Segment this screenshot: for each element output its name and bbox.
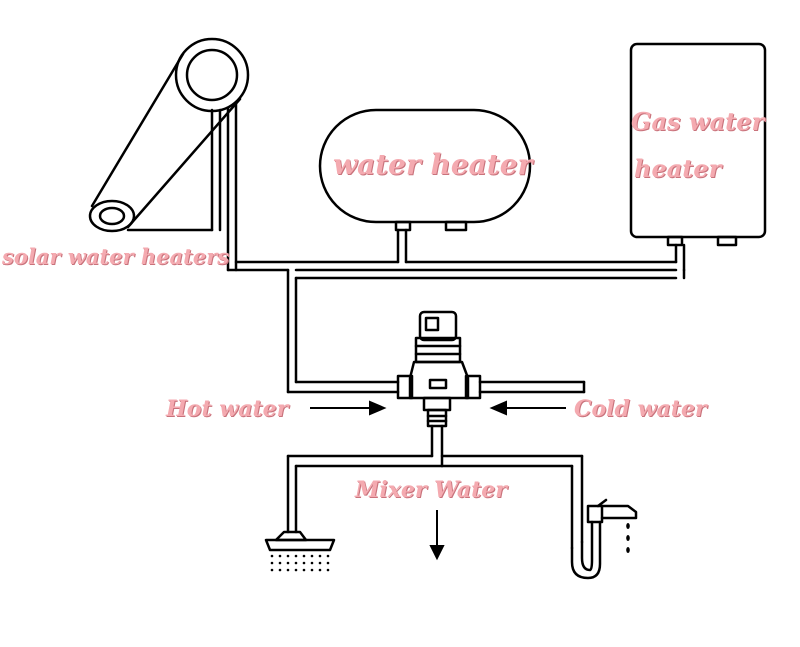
faucet-drops	[626, 523, 630, 553]
shower-spray	[270, 554, 330, 572]
hot-water-pipes	[226, 228, 686, 394]
gas-water-heater-label-line2: heater	[634, 154, 722, 183]
mixer-water-label: Mixer Water	[355, 477, 507, 503]
hot-water-arrow-head	[369, 400, 387, 416]
water-heater-label: water heater	[333, 148, 533, 181]
gas-water-heater-box	[629, 42, 767, 247]
basin-faucet	[570, 498, 638, 580]
cold-water-arrow-head	[489, 400, 507, 416]
gas-water-heater-label-line1: Gas water	[631, 107, 765, 136]
solar-panel	[88, 37, 250, 272]
cold-water-label: Cold water	[574, 396, 707, 422]
solar-water-heaters-label: solar water heaters	[2, 244, 230, 269]
flow-arrows	[310, 400, 566, 561]
mixing-valve	[396, 310, 482, 468]
mixed-water-pipes	[286, 454, 584, 550]
hot-water-label: Hot water	[166, 396, 289, 422]
shower-head	[264, 530, 336, 552]
cold-water-pipe	[478, 380, 586, 394]
water-heater-tank	[318, 108, 532, 232]
mixer-arrow-head	[429, 545, 445, 561]
